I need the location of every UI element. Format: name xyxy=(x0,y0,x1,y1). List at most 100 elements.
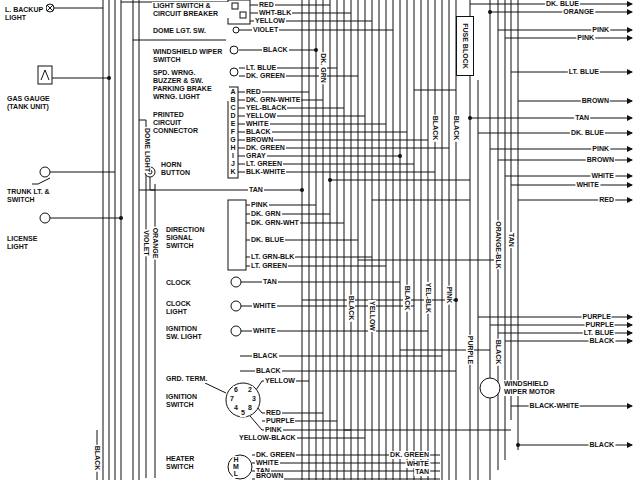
left-harness xyxy=(97,0,155,480)
wire-color-label: PINK xyxy=(445,286,453,305)
wire-color-label: BLACK xyxy=(255,367,282,375)
terminal-label: J xyxy=(230,160,236,168)
component-label: BLACK xyxy=(93,445,101,472)
terminal-label: B xyxy=(229,96,236,104)
wire-color-label: BLACK xyxy=(494,339,502,366)
wire-color-label: GRAY xyxy=(245,152,267,160)
wire-color-label: TAN xyxy=(574,114,590,122)
wire-color-label: DK. GREEN xyxy=(255,451,296,459)
lamp-symbol xyxy=(231,301,241,311)
wire-color-label: VIOLET xyxy=(252,26,279,34)
circuit-connector-symbol xyxy=(228,87,238,178)
wire-color-label: YELLOW xyxy=(368,300,376,332)
wire-color-label: PINK xyxy=(591,26,610,34)
wire-color-label: BROWN xyxy=(255,472,284,480)
wire-color-label: DK. GREEN xyxy=(245,144,286,152)
gauge-unit-symbol xyxy=(38,66,52,84)
wire-color-label: DK. GREEN xyxy=(389,451,430,459)
component-label: IGNITION SWITCH xyxy=(165,393,207,409)
component-label: IGNITION SW. LIGHT xyxy=(165,325,207,341)
terminal-label: 6 xyxy=(233,386,239,394)
component-label: DOME LGT. SW. xyxy=(152,27,207,35)
terminal-label: C xyxy=(229,104,236,112)
wire-color-label: LT. BLUE xyxy=(568,68,600,76)
switch-contact xyxy=(232,3,238,9)
wire-color-label: BLACK xyxy=(245,128,272,136)
terminal-label: 3 xyxy=(251,395,257,403)
junction-dot xyxy=(119,216,123,220)
component-label: ORANGE xyxy=(151,227,159,260)
harness-wire xyxy=(470,118,632,119)
wiper-motor-symbol xyxy=(480,378,500,398)
component-label: DOME LIGHT xyxy=(143,127,151,173)
wire-color-label: WHT-BLK xyxy=(258,9,292,17)
wire-color-label: WHITE xyxy=(575,181,600,189)
wire-color-label: DK. BLUE xyxy=(545,0,580,8)
wire-color-label: ORANGE xyxy=(562,8,595,16)
wire-color-label: WHITE xyxy=(245,120,270,128)
component-label: TRUNK LT. & SWITCH xyxy=(6,188,53,204)
component-label: VIOLET xyxy=(142,229,150,256)
wire-color-label: YEL-BLK xyxy=(424,282,432,314)
component-label: SPD. WRNG. BUZZER & SW. xyxy=(152,69,224,85)
wire-color-label: RED xyxy=(245,88,262,96)
wire-color-label: BROWN xyxy=(245,136,274,144)
lamp-symbol xyxy=(40,213,50,223)
wire-color-label: YELLOW xyxy=(245,112,277,120)
junction-dot xyxy=(107,76,111,80)
harness-wire xyxy=(511,185,632,186)
wire-color-label: BLACK xyxy=(589,337,616,345)
wire-color-label: WHITE xyxy=(590,172,615,180)
wire-color-label: LT. BLUE xyxy=(245,64,277,72)
wire-color-label: BROWN xyxy=(581,97,610,105)
wire-color-label: PINK xyxy=(264,426,283,434)
terminal-label: D xyxy=(229,112,236,120)
wire-color-label: BLACK xyxy=(252,352,279,360)
wire-color-label: TAN xyxy=(414,468,430,476)
component-label: WINDSHIELD WIPER SWITCH xyxy=(152,48,224,64)
junction-dot xyxy=(328,178,332,182)
component-label: DIRECTION SIGNAL SWITCH xyxy=(165,226,212,250)
lamp-symbol xyxy=(231,326,241,336)
wire-color-label: WHITE xyxy=(252,302,277,310)
wire-color-label: RED xyxy=(258,1,275,9)
junction-group xyxy=(107,10,520,447)
terminal-label: 7 xyxy=(229,395,235,403)
ignition-switch-symbol xyxy=(226,383,260,417)
gauge-rheostat xyxy=(41,70,49,80)
wire-color-label: TAN xyxy=(507,232,515,248)
wire-color-label: BLACK xyxy=(347,295,355,322)
switch-symbol xyxy=(32,178,50,184)
junction-dot xyxy=(314,48,318,52)
terminal-label: E xyxy=(230,120,237,128)
terminal-label: 8 xyxy=(247,404,253,412)
harness-wire xyxy=(518,101,632,102)
terminal-label: H xyxy=(229,144,236,152)
wire-color-label: PINK xyxy=(250,201,269,209)
light-switch-symbol xyxy=(228,0,250,24)
ground-lead xyxy=(205,383,226,393)
component-label: GAS GAUGE (TANK UNIT) xyxy=(6,95,60,111)
wire-color-label: PINK xyxy=(591,145,610,153)
component-label: PRINTED CIRCUIT CONNECTOR xyxy=(152,111,204,135)
wire-color-label: ORANGE-BLK xyxy=(494,220,502,269)
signal-switch-symbol xyxy=(228,200,246,270)
wire-color-label: TAN xyxy=(248,186,264,194)
wire-group xyxy=(50,0,632,480)
left-component-wires xyxy=(50,2,228,218)
wire-color-label: LT. GREEN xyxy=(250,262,288,270)
wire-color-label: TAN xyxy=(262,278,278,286)
clock-symbol xyxy=(231,277,241,287)
harness-wire xyxy=(490,12,632,13)
buzzer-symbol xyxy=(230,68,238,76)
terminal-label: K xyxy=(229,168,236,176)
wire-color-label: PURPLE xyxy=(585,321,615,329)
component-label: LICENSE LIGHT xyxy=(6,235,48,251)
wire-color-label: BLACK xyxy=(452,115,460,142)
wire-color-label: BLACK xyxy=(589,441,616,449)
wire-color-label: YELLOW-BLACK xyxy=(238,434,297,442)
heater-switch-symbol xyxy=(228,455,252,479)
terminal-label: I xyxy=(231,152,235,160)
junction-dot xyxy=(468,116,472,120)
wire-color-label: LT. GRN-BLK xyxy=(250,253,295,261)
